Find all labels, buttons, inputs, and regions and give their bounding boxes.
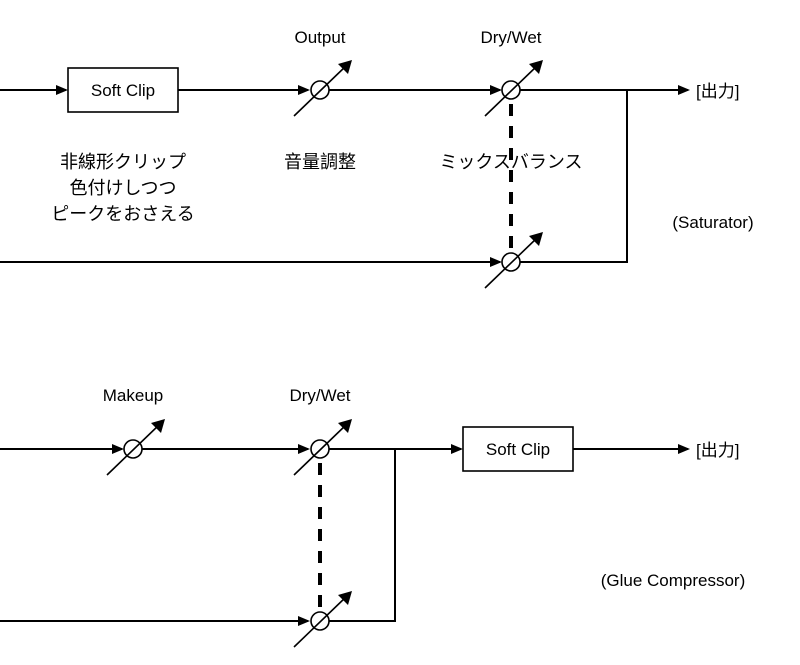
output-terminal-label: [出力] <box>696 82 739 101</box>
dry-return-wire <box>520 90 628 263</box>
glue-compressor-diagram: Makeup Dry/Wet Soft Clip [出力] (Glue Comp… <box>0 386 746 648</box>
saturator-caption: (Saturator) <box>672 213 753 232</box>
glue-soft-clip-label: Soft Clip <box>486 440 550 459</box>
soft-clip-note-line3: ピークをおさえる <box>51 204 194 225</box>
makeup-knob-icon <box>106 419 165 476</box>
drywet-dry-knob-icon <box>484 232 543 289</box>
drywet-wet-knob-icon <box>484 60 543 117</box>
drywet-label: Dry/Wet <box>480 28 541 47</box>
glue-drywet-label: Dry/Wet <box>289 386 350 405</box>
glue-drywet-wet-knob-icon <box>293 419 352 476</box>
soft-clip-note-line1: 非線形クリップ <box>60 152 186 173</box>
glue-output-terminal-label: [出力] <box>696 441 739 460</box>
glue-dry-return-wire <box>329 449 396 622</box>
output-knob-icon <box>293 60 352 117</box>
mix-note: ミックスバランス <box>439 152 582 173</box>
soft-clip-label: Soft Clip <box>91 81 155 100</box>
makeup-label: Makeup <box>103 386 163 405</box>
glue-caption: (Glue Compressor) <box>601 571 746 590</box>
output-label: Output <box>294 28 345 47</box>
saturator-diagram: Soft Clip Output Dry/Wet [出力] 非線形クリップ <box>0 28 754 289</box>
soft-clip-note-line2: 色付けしつつ <box>70 178 177 199</box>
glue-drywet-dry-knob-icon <box>293 591 352 648</box>
output-note: 音量調整 <box>284 152 356 173</box>
